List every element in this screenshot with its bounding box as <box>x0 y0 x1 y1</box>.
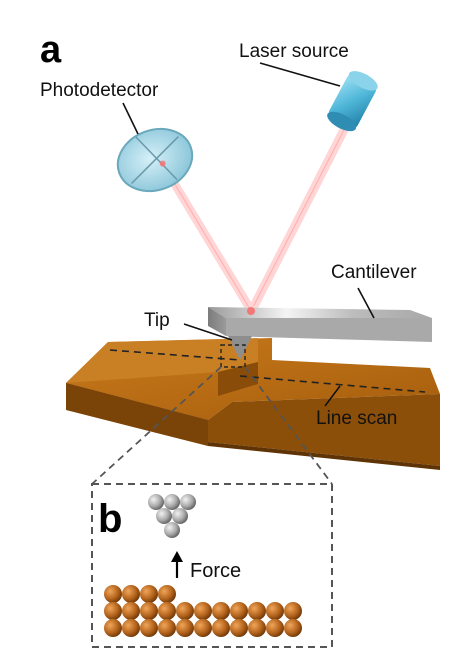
cantilever-front <box>226 318 432 342</box>
surface-atom <box>104 602 122 620</box>
sample-left-front <box>66 383 208 446</box>
surface-atom <box>104 585 122 603</box>
panel-b-label: b <box>98 497 122 541</box>
surface-atom <box>284 602 302 620</box>
tip-label: Tip <box>144 310 170 331</box>
surface-atom <box>230 602 248 620</box>
zoom-region-box <box>220 344 246 368</box>
surface-atom <box>266 619 284 637</box>
cantilever-top <box>208 307 432 318</box>
surface-atom <box>122 619 140 637</box>
zoom-projection-lines <box>91 366 333 485</box>
surface-atom <box>140 619 158 637</box>
tip-atom <box>180 494 196 510</box>
sample-lower-front <box>208 442 440 470</box>
sample-surface <box>66 338 440 470</box>
surface-atom <box>212 602 230 620</box>
laser-beams <box>160 120 352 312</box>
sample-step-top <box>66 338 258 383</box>
laser-source-label: Laser source <box>239 41 349 62</box>
tip-atom <box>164 522 180 538</box>
cantilever <box>208 307 432 360</box>
laser-spot <box>247 307 255 315</box>
surface-atom <box>176 602 194 620</box>
tip-atom <box>172 508 188 524</box>
surface-atom <box>140 585 158 603</box>
line-scan-label: Line scan <box>316 408 397 429</box>
laser-source <box>327 71 378 132</box>
surface-atom <box>122 602 140 620</box>
surface-atom <box>230 619 248 637</box>
line-scan-path <box>109 349 426 393</box>
tip-atom <box>156 508 172 524</box>
surface-atom <box>194 602 212 620</box>
surface-atom <box>212 619 230 637</box>
tip-atom-cluster <box>148 494 196 538</box>
cantilever-label: Cantilever <box>331 262 417 283</box>
surface-atom <box>158 585 176 603</box>
surface-atom <box>248 619 266 637</box>
surface-atom <box>122 585 140 603</box>
force-label: Force <box>190 560 241 582</box>
force-arrow <box>171 551 183 578</box>
leader-lines <box>122 62 375 407</box>
cantilever-side <box>208 307 226 336</box>
tip-atom <box>164 494 180 510</box>
surface-atom <box>104 619 122 637</box>
surface-atom <box>158 602 176 620</box>
surface-atom <box>194 619 212 637</box>
surface-atom <box>284 619 302 637</box>
tip-atom <box>148 494 164 510</box>
surface-atom <box>140 602 158 620</box>
photodetector-label: Photodetector <box>40 80 159 101</box>
surface-atom-lattice <box>104 585 302 637</box>
panel-a-label: a <box>40 29 62 71</box>
surface-atom <box>176 619 194 637</box>
surface-atom <box>248 602 266 620</box>
photodetector <box>116 127 194 193</box>
surface-atom <box>158 619 176 637</box>
afm-tip <box>228 336 252 360</box>
surface-atom <box>266 602 284 620</box>
